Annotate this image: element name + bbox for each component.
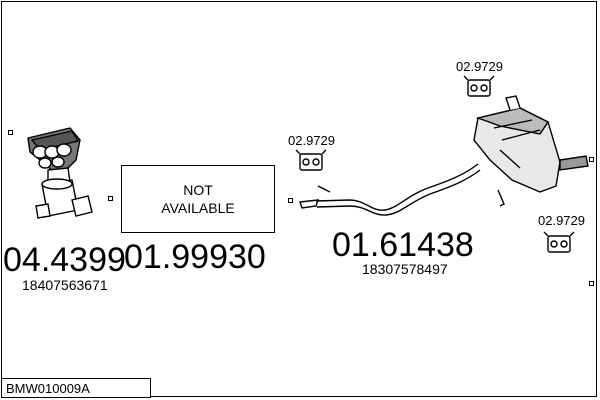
connector-marker: [589, 157, 594, 162]
connector-marker: [288, 198, 293, 203]
rubber-mount-icon: [543, 231, 575, 253]
mid-pipe-icon: [299, 163, 481, 216]
rubber-mount-icon: [463, 75, 495, 97]
rear-silencer-icon: [473, 95, 589, 207]
catalytic-converter-icon: [27, 127, 93, 219]
part-number-2: 01.99930: [124, 238, 266, 276]
not-available-line-2: AVAILABLE: [161, 200, 235, 216]
oe-number-1: 18407563671: [22, 277, 108, 293]
rubber-mount-icon: [295, 149, 327, 171]
not-available-line-1: NOT: [183, 182, 213, 198]
part-number-1: 04.4399: [3, 241, 126, 279]
mount-part-number-2: 02.9729: [456, 59, 503, 74]
footer-code-box: BMW010009A: [1, 378, 151, 398]
mount-part-number-3: 02.9729: [538, 213, 585, 228]
part-number-3: 01.61438: [332, 226, 474, 264]
footer-code: BMW010009A: [6, 380, 90, 396]
oe-number-3: 18307578497: [362, 261, 448, 277]
connector-marker: [108, 196, 113, 201]
not-available-box: NOT AVAILABLE: [121, 165, 275, 233]
connector-marker: [589, 281, 594, 286]
mount-part-number-1: 02.9729: [288, 133, 335, 148]
connector-marker: [8, 130, 13, 135]
